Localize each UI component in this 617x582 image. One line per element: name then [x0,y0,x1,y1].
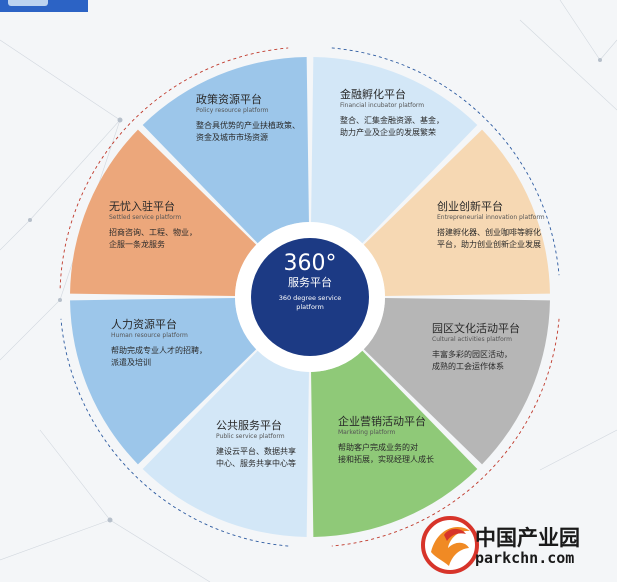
segment-description-line: 资金及城市市场资源 [196,133,268,142]
segment-title: 人力资源平台 [111,318,177,331]
segment-subtitle: Marketing platform [338,429,396,436]
segment-description: 帮助客户完成业务的对 接和拓展，实现经理人成长 [338,442,434,466]
brand-name: 中国产业园 [475,526,580,550]
center-title-en-line: 360 degree service [278,294,342,302]
center-label: 360° 服务平台 360 degree service platform [260,252,360,312]
segment-description: 整合具优势的产业扶植政策、 资金及城市市场资源 [196,120,300,144]
segment-description-line: 建设云平台、数据共享 [216,447,296,456]
segment-subtitle: Human resource platform [111,332,188,339]
service-wheel [70,57,550,537]
center-title-en-line: platform [296,303,324,311]
segment-title: 金融孵化平台 [340,88,406,101]
segment-description: 搭建孵化器、创业咖啡等孵化 平台，助力创业创新企业发展 [437,227,545,251]
segment-settled-text: 无忧入驻平台 Settled service platform 招商咨询、工程、… [109,200,197,251]
segment-policy-text: 政策资源平台 Policy resource platform 整合具优势的产业… [196,93,300,144]
segment-description-line: 接和拓展，实现经理人成长 [338,455,434,464]
segment-title: 园区文化活动平台 [432,322,520,335]
segment-subtitle: Financial incubator platform [340,102,425,109]
center-degree: 360° [283,251,337,276]
top-header-tab-highlight [8,0,48,6]
segment-description: 丰富多彩的园区活动， 成熟的工会运作体系 [432,349,520,373]
dashed-ring [59,47,560,547]
wheel-segment-settled [70,129,257,296]
segment-subtitle: Public service platform [216,433,285,440]
phoenix-logo-icon [421,516,479,574]
segment-public-text: 公共服务平台 Public service platform 建设云平台、数据共… [216,419,296,470]
segment-description-line: 企服一条龙服务 [109,240,165,249]
segment-title: 公共服务平台 [216,419,282,432]
wheel-segment-public [142,350,309,537]
dashed-arc [331,47,560,276]
center-hub [251,238,369,356]
segment-subtitle: Policy resource platform [196,107,269,114]
segment-title: 创业创新平台 [437,200,503,213]
segment-marketing-text: 企业营销活动平台 Marketing platform 帮助客户完成业务的对 接… [338,415,434,466]
segment-title: 无忧入驻平台 [109,200,175,213]
segment-description-line: 帮助完成专业人才的招聘， [111,346,207,355]
segment-description-line: 派遣及培训 [111,358,151,367]
segment-human-text: 人力资源平台 Human resource platform 帮助完成专业人才的… [111,318,207,369]
wheel-segment-entrepreneurial [363,129,550,296]
segment-description-line: 平台，助力创业创新企业发展 [437,240,541,249]
segment-entrepreneurial-text: 创业创新平台 Entrepreneurial innovation platfo… [437,200,545,251]
segment-description-line: 整合、汇集金融资源、基金， [340,116,444,125]
segment-subtitle: Settled service platform [109,214,182,221]
segment-description-line: 搭建孵化器、创业咖啡等孵化 [437,228,541,237]
dashed-arc [60,318,289,547]
center-title-en: 360 degree service platform [260,294,360,312]
center-title-cn: 服务平台 [288,276,332,289]
segment-subtitle: Entrepreneurial innovation platform [437,214,545,221]
brand-domain: parkchn.com [475,549,575,567]
segment-description-line: 丰富多彩的园区活动， [432,350,512,359]
segment-description: 招商咨询、工程、物业， 企服一条龙服务 [109,227,197,251]
dashed-arc [59,47,289,289]
segment-title: 政策资源平台 [196,93,262,106]
dashed-arc [331,318,560,547]
segment-description-line: 整合具优势的产业扶植政策、 [196,121,300,130]
segment-description-line: 帮助客户完成业务的对 [338,443,418,452]
background-network-nodes [28,58,602,523]
segment-description-line: 成熟的工会运作体系 [432,362,504,371]
brand-logo: 中国产业园 parkchn.com [475,526,580,567]
segment-description: 建设云平台、数据共享 中心、服务共享中心等 [216,446,296,470]
segment-finance-text: 金融孵化平台 Financial incubator platform 整合、汇… [340,88,444,139]
wheel-segment-cultural [363,298,550,465]
wheel-segment-marketing [311,350,478,537]
segment-description: 整合、汇集金融资源、基金， 助力产业及企业的发展繁荣 [340,115,444,139]
segment-description-line: 中心、服务共享中心等 [216,459,296,468]
segment-title: 企业营销活动平台 [338,415,426,428]
segment-description-line: 助力产业及企业的发展繁荣 [340,128,436,137]
wheel-segment-human [70,298,257,465]
segment-subtitle: Cultural activities platform [432,336,512,343]
segment-cultural-text: 园区文化活动平台 Cultural activities platform 丰富… [432,322,520,373]
segment-description: 帮助完成专业人才的招聘， 派遣及培训 [111,345,207,369]
top-header-tab [0,0,88,12]
wheel-segment-policy [142,57,309,244]
segment-description-line: 招商咨询、工程、物业， [109,228,197,237]
wheel-segment-finance [311,57,478,244]
